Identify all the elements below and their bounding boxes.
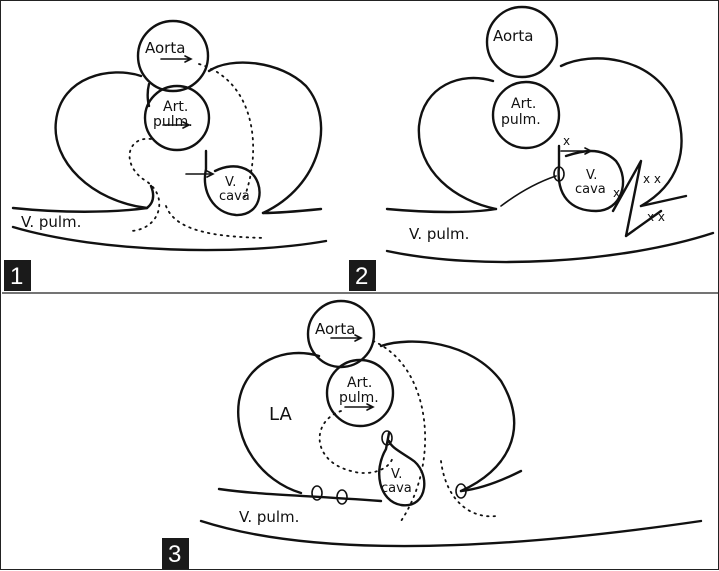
panel-1-cava-label: cava <box>219 189 250 204</box>
panel-3: Aorta Art. pulm. LA V. cava V. pulm. 3 <box>162 299 703 569</box>
panel-1: Aorta Art. pulm. V. cava V. pulm. 1 <box>4 19 328 291</box>
panel-3-suture-knot-3 <box>336 489 348 505</box>
panel-2-v-cava-outline <box>557 144 625 213</box>
panel-2-v-label: V. <box>586 168 597 183</box>
panel-1-number: 1 <box>10 263 23 290</box>
panel-2-number: 2 <box>355 263 368 290</box>
panel-1-pulm-label: pulm. <box>153 114 193 130</box>
panel-2-aorta-circle <box>485 5 559 79</box>
panel-2-heart-outline <box>417 57 683 211</box>
panel-2-aorta-label: Aorta <box>493 27 533 45</box>
panel-3-aorta-label: Aorta <box>315 320 355 338</box>
panel-2-incision <box>611 159 688 238</box>
panel-1-v-pulm-wall <box>11 184 323 215</box>
panel-2: Aorta Art. pulm. V. cava V. pulm. x x x … <box>349 5 715 291</box>
panel-1-cava-arrow <box>185 170 215 178</box>
panel-2-flap-line <box>500 175 557 207</box>
panel-2-xx-mark-1: x x <box>643 172 661 186</box>
panel-1-art-pulm-circle <box>143 84 211 152</box>
panel-1-aorta-circle <box>136 19 210 93</box>
panel-3-dotted-baffle <box>318 410 497 518</box>
panel-3-number: 3 <box>168 541 181 568</box>
panel-2-v-pulm-label: V. pulm. <box>409 225 469 243</box>
panel-3-suture-knot-4 <box>455 483 467 499</box>
panel-2-xx-mark-2: x x <box>647 210 665 224</box>
panel-1-art-label: Art. <box>163 99 188 115</box>
panel-1-v-label: V. <box>225 175 236 190</box>
panel-1-v-pulm-label: V. pulm. <box>21 213 81 231</box>
panel-3-cava-label: cava <box>381 481 412 496</box>
panel-1-aorta-label: Aorta <box>145 39 185 57</box>
panel-3-v-cava-outline <box>378 431 426 507</box>
panel-1-dotted-route <box>198 63 254 202</box>
panel-1-v-cava-outline <box>203 149 261 217</box>
panel-2-cava-arrow <box>560 147 593 155</box>
panel-2-cava-label: cava <box>575 182 606 197</box>
panel-3-heart-outline <box>236 340 516 495</box>
panel-2-x-mark-1: x <box>563 134 570 148</box>
panel-3-suture-knot-2 <box>311 485 323 501</box>
panel-2-art-pulm-circle <box>491 80 561 150</box>
panel-3-aorta-arrow <box>330 334 363 342</box>
panel-3-v-pulm-label: V. pulm. <box>239 508 299 526</box>
panel-1-number-box <box>4 260 31 291</box>
panel-1-lower-curve <box>11 225 328 252</box>
panel-3-pulm-label: pulm. <box>339 390 379 406</box>
panel-3-v-label: V. <box>391 467 402 482</box>
panel-2-suture-knot <box>553 166 565 182</box>
panel-3-v-pulm-wall <box>217 469 523 503</box>
panel-1-heart-outline <box>54 61 323 215</box>
panel-1-pulm-arrow <box>162 121 191 129</box>
panel-3-art-pulm-circle <box>325 358 395 428</box>
panel-2-x-mark-2: x <box>613 186 620 200</box>
panel-3-pulm-arrow <box>344 403 375 411</box>
panel-3-la-label: LA <box>269 404 292 425</box>
panel-2-art-label: Art. <box>511 96 536 112</box>
panel-2-number-box <box>349 260 376 291</box>
panel-3-suture-knot-1 <box>381 430 393 446</box>
panel-2-v-pulm-wall <box>385 207 498 214</box>
panel-2-lower-curve <box>385 231 715 264</box>
panel-3-dotted-route <box>372 340 426 522</box>
panel-1-dotted-baffle <box>128 138 267 239</box>
panel-2-pulm-label: pulm. <box>501 112 541 128</box>
panel-1-aorta-arrow <box>160 55 193 63</box>
panel-3-lower-curve <box>199 519 703 548</box>
panel-3-art-label: Art. <box>347 375 372 391</box>
panel-3-number-box <box>162 538 189 569</box>
